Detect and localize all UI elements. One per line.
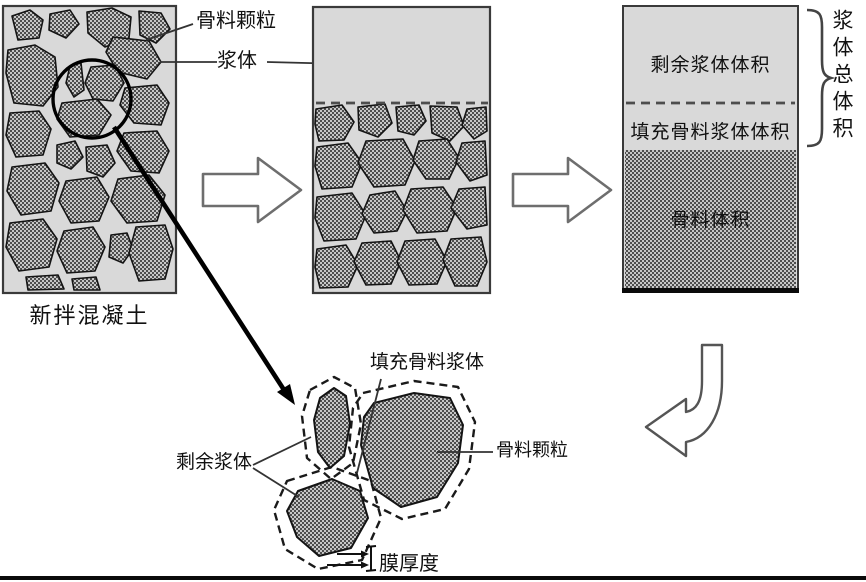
fresh-concrete-panel [1,4,178,295]
total-paste-brace [806,8,836,148]
settled-aggregates [314,103,488,289]
fresh-concrete-caption: 新拌混凝土 [29,303,150,328]
remaining-paste-leader-1 [252,436,312,466]
total-paste-volume-label: 浆体总体积 [830,9,853,144]
volume-panel [622,5,799,293]
detail-view [252,375,493,572]
remaining-paste-leader-2 [252,467,300,498]
paste-film-outlines [272,375,477,571]
block-arrow-1 [201,156,303,224]
film-thickness-label: 膜厚度 [379,553,439,575]
settled-panel [311,5,492,295]
aggregate-particle-top-label: 骨料颗粒 [196,10,276,32]
figure-bottom-rule [0,576,866,580]
aggregate-volume-label: 骨料体积 [670,210,751,231]
remaining-paste-detail-label: 剩余浆体 [176,452,253,473]
magnifier-circle [51,58,133,140]
remaining-paste-volume-label: 剩余浆体体积 [650,55,771,76]
filling-paste-detail-label: 填充骨料浆体 [370,352,485,373]
aggregate-volume-section [625,150,796,289]
film-thickness-dimension [327,545,377,572]
detail-aggregates [286,387,464,557]
aggregate-label-leader [145,23,194,41]
curved-arrow [644,343,724,458]
aggregate-particle-detail-label: 骨料颗粒 [496,440,568,460]
block-arrow-2 [511,156,613,224]
paste-label: 浆体 [217,50,257,72]
volume-box-base [622,288,799,293]
zoom-arrow [112,125,295,405]
filling-paste-volume-label: 填充骨料浆体体积 [630,122,791,143]
filling-paste-leader [356,378,382,474]
